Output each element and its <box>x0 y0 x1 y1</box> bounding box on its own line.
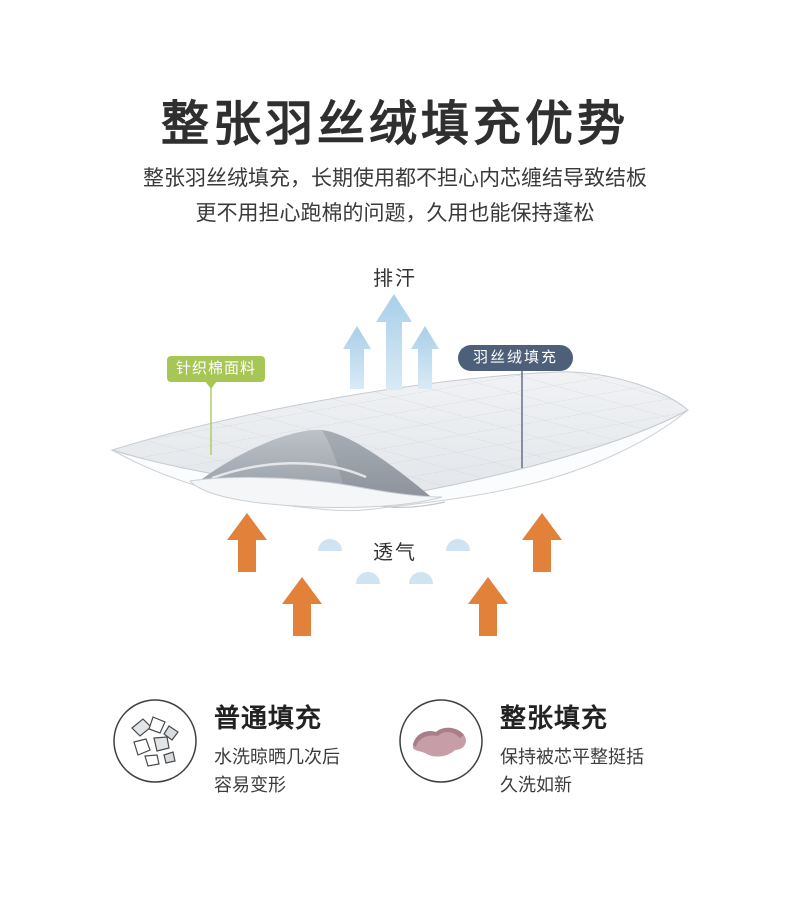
fabric-tag: 针织棉面料 <box>167 356 266 382</box>
up-arrow-icon <box>343 326 371 389</box>
feature-desc-line: 久洗如新 <box>500 775 572 795</box>
breathe-up-arrow-icons <box>227 513 562 636</box>
filling-tag: 羽丝绒填充 <box>458 345 574 371</box>
comparison-features: 普通填充 水洗晾晒几次后 容易变形 整张填充 保持被芯平整挺括 久洗如新 <box>0 690 790 890</box>
up-arrow-icon <box>282 577 322 636</box>
dome-icon <box>446 539 470 551</box>
subtitle-line-1: 整张羽丝绒填充，长期使用都不担心内芯缠结导致结板 <box>143 167 647 190</box>
page-title: 整张羽丝绒填充优势 <box>160 98 629 151</box>
up-arrow-icon <box>227 513 267 572</box>
filling-mound-shadow <box>322 430 430 497</box>
up-arrow-icon <box>411 326 439 389</box>
feature-title: 整张填充 <box>500 703 609 733</box>
quilt-diagram: 排汗 透气 针织棉面料 羽丝绒填充 <box>0 250 790 690</box>
sweat-label: 排汗 <box>373 268 417 290</box>
breathe-label: 透气 <box>373 542 417 564</box>
page-subtitle: 整张羽丝绒填充，长期使用都不担心内芯缠结导致结板 更不用担心跑棉的问题，久用也能… <box>0 161 790 231</box>
diagram-canvas <box>110 294 689 636</box>
quilt-illustration <box>110 371 689 512</box>
dome-icon <box>356 572 380 584</box>
feature-text-block: 普通填充 水洗晾晒几次后 容易变形 <box>214 698 340 799</box>
feature-desc-line: 水洗晾晒几次后 <box>214 747 340 767</box>
up-arrow-icon <box>522 513 562 572</box>
feature-title: 普通填充 <box>214 703 323 733</box>
whole-filling-icon <box>399 699 483 783</box>
filling-highlight-line <box>211 461 367 480</box>
subtitle-line-2: 更不用担心跑棉的问题，久用也能保持蓬松 <box>195 202 595 225</box>
air-dome-icons <box>318 539 470 584</box>
sweat-up-arrow-icons <box>343 294 439 390</box>
up-arrow-icon <box>376 294 412 390</box>
up-arrow-icon <box>468 577 508 636</box>
feature-desc-line: 容易变形 <box>214 775 286 795</box>
ordinary-filling-icon <box>113 699 197 783</box>
feature-whole-filling: 整张填充 保持被芯平整挺括 久洗如新 <box>398 698 644 799</box>
feature-ordinary-filling: 普通填充 水洗晾晒几次后 容易变形 <box>112 698 340 799</box>
feature-text-block: 整张填充 保持被芯平整挺括 久洗如新 <box>500 698 644 799</box>
sheet-corner-wave <box>188 476 443 509</box>
dome-icon <box>318 539 342 551</box>
feature-desc-line: 保持被芯平整挺括 <box>500 747 644 767</box>
dome-icon <box>409 572 433 584</box>
fabric-tag-pointer <box>205 381 217 455</box>
